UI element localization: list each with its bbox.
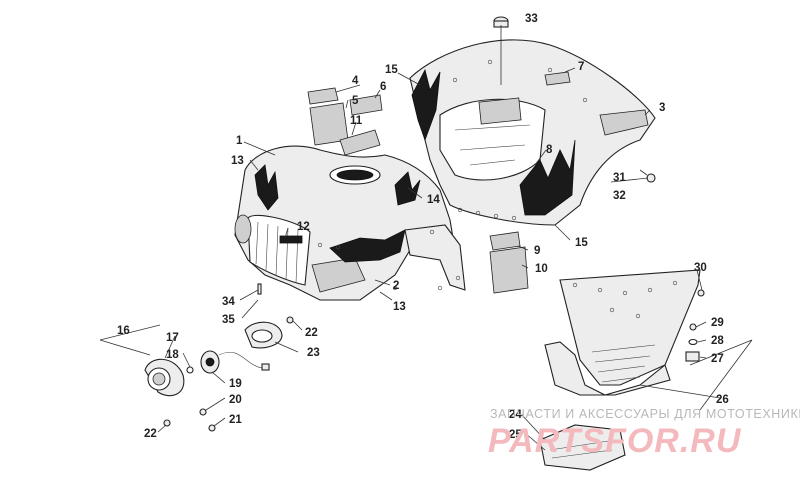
- callout-30: 30: [694, 262, 707, 274]
- callout-34: 34: [222, 296, 235, 308]
- decal-set-lower: [489, 231, 529, 294]
- decal-set-left: [307, 87, 383, 156]
- callout-12: 12: [297, 221, 310, 233]
- callout-4: 4: [352, 75, 359, 87]
- callout-31: 31: [613, 172, 626, 184]
- callout-10: 10: [535, 263, 548, 275]
- callout-18: 18: [166, 349, 179, 361]
- rear-fender: [409, 39, 656, 226]
- watermark: ЗАПЧАСТИ И АКСЕССУАРЫ ДЛЯ МОТОТЕХНИКИ PA…: [488, 407, 800, 460]
- callout-numbers: 33 7 15 4 5 6 3 11 1 13 8 31 32 14 12 15…: [117, 13, 729, 441]
- skid-plate: [539, 424, 626, 471]
- callout-2: 2: [393, 280, 399, 292]
- callout-20: 20: [229, 394, 242, 406]
- callout-26: 26: [716, 394, 729, 406]
- leader-lines: [99, 25, 753, 451]
- footwell-panel: [544, 269, 701, 396]
- callout-13: 13: [393, 301, 406, 313]
- callout-35: 35: [222, 314, 235, 326]
- callout-6: 6: [380, 81, 386, 93]
- callout-22: 22: [305, 327, 318, 339]
- callout-14: 14: [427, 194, 440, 206]
- callout-9: 9: [534, 245, 540, 257]
- callout-28: 28: [711, 335, 724, 347]
- callout-8: 8: [546, 144, 553, 156]
- callout-33: 33: [525, 13, 538, 25]
- callout-25: 25: [509, 429, 522, 441]
- callout-15: 15: [385, 64, 398, 76]
- front-fender: [234, 145, 466, 301]
- callout-1: 1: [236, 135, 243, 147]
- headlight-bezel: [244, 321, 283, 349]
- callout-13: 13: [231, 155, 244, 167]
- headlight-assembly: [144, 350, 270, 397]
- callout-5: 5: [352, 95, 359, 107]
- callout-21: 21: [229, 414, 242, 426]
- callout-19: 19: [229, 378, 242, 390]
- callout-3: 3: [659, 102, 665, 114]
- callout-15: 15: [575, 237, 588, 249]
- callout-27: 27: [711, 353, 724, 365]
- callout-32: 32: [613, 190, 626, 202]
- watermark-caption: ЗАПЧАСТИ И АКСЕССУАРЫ ДЛЯ МОТОТЕХНИКИ: [490, 407, 800, 421]
- callout-11: 11: [350, 115, 363, 127]
- rear-plate: [544, 71, 571, 86]
- callout-7: 7: [578, 61, 584, 73]
- callout-17: 17: [166, 332, 179, 344]
- callout-24: 24: [509, 409, 522, 421]
- callout-16: 16: [117, 325, 130, 337]
- callout-23: 23: [307, 347, 320, 359]
- hardware-fasteners: [163, 169, 705, 432]
- rack-cap: [493, 16, 509, 28]
- callout-22: 22: [144, 428, 157, 440]
- watermark-logo: PARTSFOR.RU: [488, 422, 742, 460]
- callout-29: 29: [711, 317, 724, 329]
